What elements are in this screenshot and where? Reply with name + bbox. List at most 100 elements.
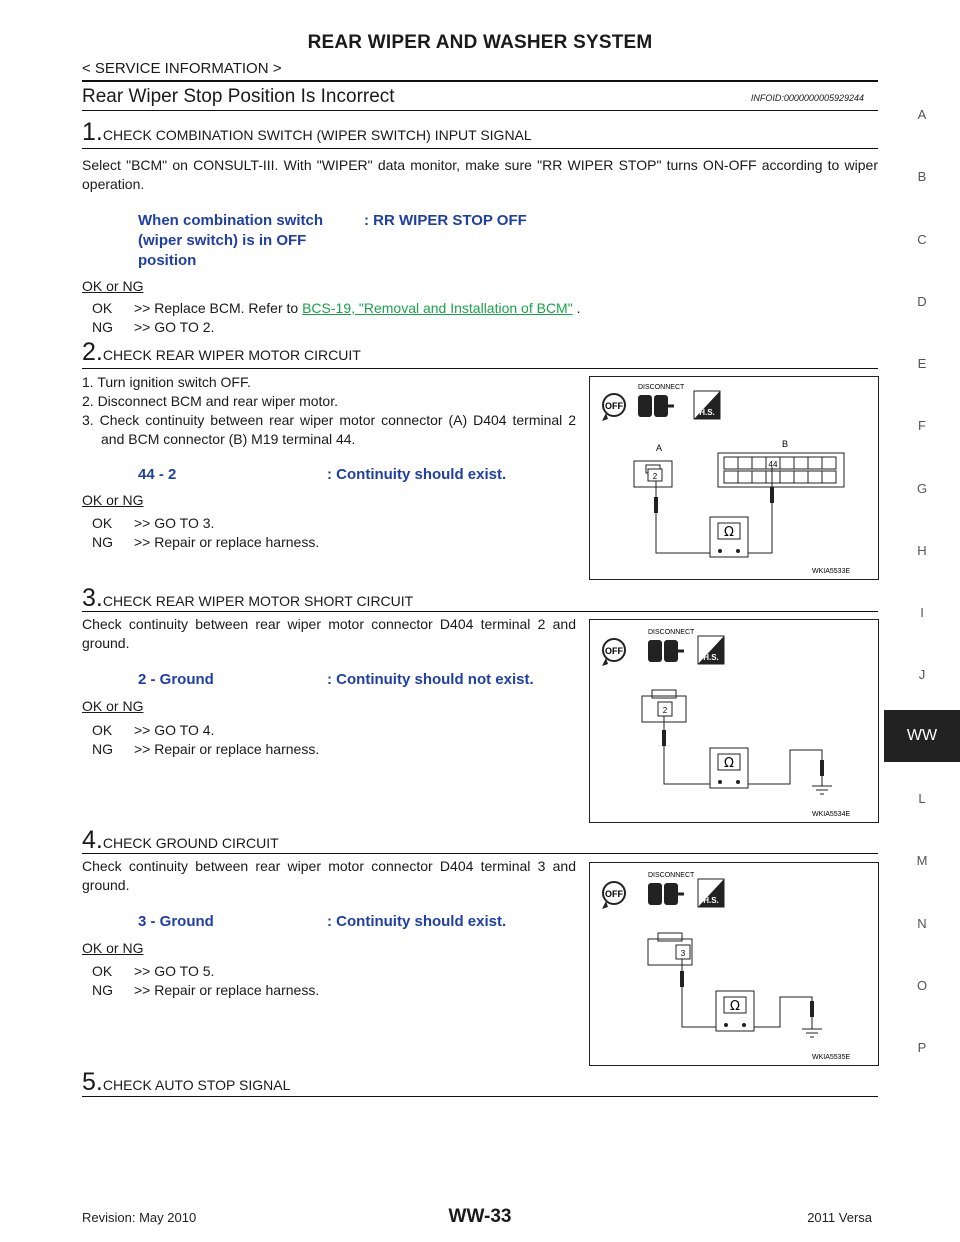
step-rule	[82, 148, 878, 149]
step-1-text: Select "BCM" on CONSULT-III. With "WIPER…	[82, 157, 878, 192]
sidebar-letter[interactable]: P	[917, 1040, 927, 1055]
sidebar-letter[interactable]: L	[918, 791, 926, 806]
step-5-heading: 5.CHECK AUTO STOP SIGNAL	[82, 1068, 290, 1097]
list-item: 2. Disconnect BCM and rear wiper motor.	[82, 393, 338, 409]
ok-text: >> GO TO 3.	[134, 515, 215, 531]
off-key-icon: OFF	[602, 881, 626, 909]
figure-wkia5535e: OFF DISCONNECT H.S. 3 Ω W	[589, 862, 879, 1066]
step-1-spec-condition: When combination switch (wiper switch) i…	[138, 212, 324, 269]
step-3-spec-terminals: 2 - Ground	[138, 671, 214, 688]
svg-text:Ω: Ω	[724, 756, 734, 771]
step-1-results: OK >> Replace BCM. Refer to BCS-19, "Rem…	[92, 299, 580, 337]
step-2-heading: 2.CHECK REAR WIPER MOTOR CIRCUIT	[82, 338, 361, 367]
figure-id: WKIA5533E	[812, 568, 850, 575]
svg-text:DISCONNECT: DISCONNECT	[648, 629, 695, 636]
sidebar-letter[interactable]: E	[917, 356, 927, 371]
ng-text: >> Repair or replace harness.	[134, 982, 320, 998]
bcs-19-link[interactable]: BCS-19, "Removal and Installation of BCM…	[302, 300, 573, 316]
svg-text:DISCONNECT: DISCONNECT	[638, 384, 685, 391]
list-item: 1. Turn ignition switch OFF.	[82, 374, 251, 390]
step-1-spec-result: : RR WIPER STOP OFF	[364, 212, 527, 229]
svg-text:DISCONNECT: DISCONNECT	[648, 872, 695, 879]
step-3-spec-result: : Continuity should not exist.	[327, 671, 534, 688]
page-header-title: REAR WIPER AND WASHER SYSTEM	[307, 32, 653, 53]
harness-side-icon: H.S.	[697, 635, 725, 665]
connector: 3	[647, 932, 693, 966]
sidebar-letter[interactable]: N	[917, 916, 927, 931]
step-number: 2.	[82, 338, 103, 366]
sidebar-letter[interactable]: M	[916, 853, 928, 868]
svg-text:OFF: OFF	[605, 889, 623, 899]
info-id: INFOID:0000000005929244	[750, 93, 864, 103]
wiring-diagram: OFF DISCONNECT H.S. 3 Ω W	[602, 872, 850, 1061]
sidebar-letter[interactable]: A	[917, 107, 927, 122]
svg-text:Ω: Ω	[730, 999, 740, 1014]
ok-label: OK	[92, 722, 113, 738]
list-item: 3. Check continuity between rear wiper m…	[82, 412, 576, 447]
ok-label: OK	[92, 515, 113, 531]
svg-text:2: 2	[653, 472, 658, 481]
svg-text:OFF: OFF	[605, 401, 623, 411]
figure-id: WKIA5534E	[812, 811, 850, 818]
sidebar-letter[interactable]: J	[918, 667, 926, 682]
ok-label: OK	[92, 300, 113, 316]
section-index-sidebar: A B C D E F G H I J L M N O P	[884, 0, 960, 1242]
connector-a: 2	[633, 460, 673, 488]
step-rule	[82, 1096, 878, 1097]
ng-text: >> Repair or replace harness.	[134, 741, 320, 757]
step-3-heading: 3.CHECK REAR WIPER MOTOR SHORT CIRCUIT	[82, 584, 413, 613]
sidebar-letter[interactable]: H	[917, 543, 927, 558]
svg-text:2: 2	[663, 706, 668, 715]
sidebar-letter[interactable]: C	[917, 232, 927, 247]
wiring-diagram: OFF DISCONNECT H.S. 2 Ω W	[602, 629, 850, 818]
connector-b: 44	[717, 452, 845, 488]
sidebar-letter[interactable]: O	[916, 978, 928, 993]
header-rule	[82, 80, 878, 82]
ng-label: NG	[92, 319, 113, 335]
figure-id: WKIA5535E	[812, 1054, 850, 1061]
disconnect-icon: DISCONNECT	[648, 872, 695, 905]
step-4-ok-ng: OK or NG	[82, 940, 144, 956]
off-key-icon: OFF	[602, 638, 626, 666]
svg-text:H.S.: H.S.	[703, 653, 719, 662]
step-number: 3.	[82, 584, 103, 612]
connector-b-label: B	[782, 439, 788, 449]
disconnect-icon: DISCONNECT	[648, 629, 695, 662]
svg-text:H.S.: H.S.	[703, 896, 719, 905]
sidebar-current-section[interactable]: WW	[884, 710, 960, 762]
step-title: CHECK REAR WIPER MOTOR CIRCUIT	[102, 347, 361, 363]
figure-wkia5534e: OFF DISCONNECT H.S. 2 Ω W	[589, 619, 879, 823]
ok-text: >> GO TO 4.	[134, 722, 215, 738]
step-4-heading: 4.CHECK GROUND CIRCUIT	[82, 826, 279, 855]
step-1-ok-ng: OK or NG	[82, 278, 144, 294]
wiring-diagram: OFF DISCONNECT H.S. A B 2 44	[602, 384, 850, 575]
sidebar-letter[interactable]: G	[916, 481, 928, 496]
sidebar-letter[interactable]: F	[918, 418, 926, 433]
step-title: CHECK COMBINATION SWITCH (WIPER SWITCH) …	[102, 127, 532, 143]
step-rule	[82, 853, 878, 854]
ok-after: .	[572, 300, 581, 316]
ng-label: NG	[92, 741, 113, 757]
ohmmeter-icon: Ω	[715, 990, 755, 1032]
step-4-text: Check continuity between rear wiper moto…	[82, 858, 576, 893]
footer-model: 2011 Versa	[807, 1210, 872, 1225]
step-3-ok-ng: OK or NG	[82, 698, 144, 714]
svg-text:3: 3	[681, 949, 686, 958]
svg-text:Ω: Ω	[724, 525, 734, 540]
sidebar-letter[interactable]: I	[920, 605, 924, 620]
page-header-subtitle: < SERVICE INFORMATION >	[82, 60, 282, 77]
step-4-spec-terminals: 3 - Ground	[138, 913, 214, 930]
sidebar-letter[interactable]: B	[917, 169, 927, 184]
step-1-heading: 1.CHECK COMBINATION SWITCH (WIPER SWITCH…	[82, 118, 532, 147]
off-key-icon: OFF	[602, 393, 626, 421]
step-2-spec-result: : Continuity should exist.	[327, 466, 507, 483]
step-2-spec-terminals: 44 - 2	[138, 466, 177, 483]
disconnect-icon: DISCONNECT	[638, 384, 685, 417]
step-2-list: 1. Turn ignition switch OFF. 2. Disconne…	[82, 373, 576, 449]
footer-revision: Revision: May 2010	[82, 1210, 197, 1225]
ok-text: >> GO TO 5.	[134, 963, 215, 979]
step-title: CHECK AUTO STOP SIGNAL	[102, 1077, 291, 1093]
ok-label: OK	[92, 963, 113, 979]
ohmmeter-icon: Ω	[709, 516, 749, 558]
sidebar-letter[interactable]: D	[917, 294, 927, 309]
